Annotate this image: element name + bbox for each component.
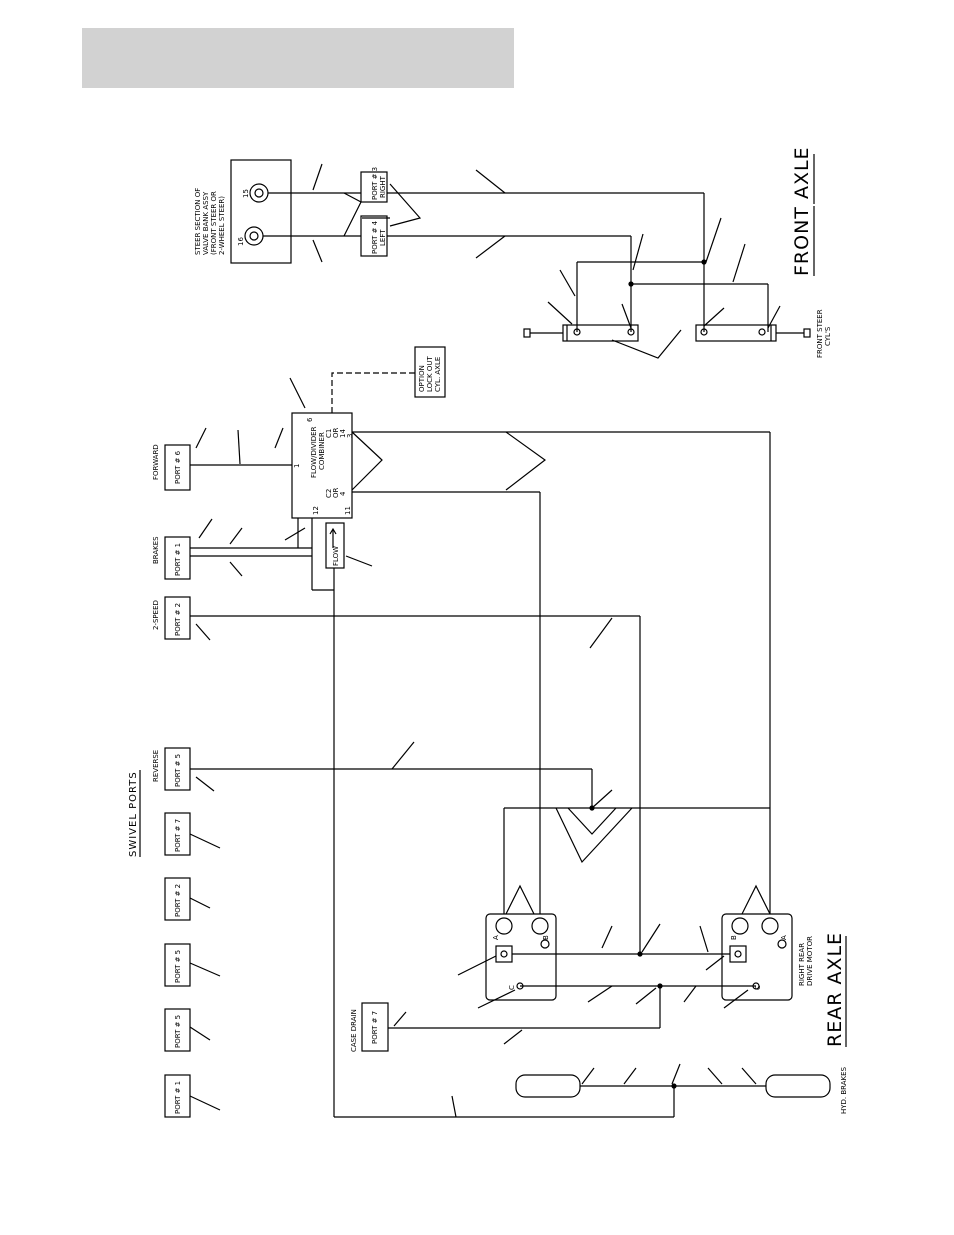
svg-text:VALVE BANK ASSY: VALVE BANK ASSY [202,191,210,255]
flow-divider-combiner: FLOW/DIVIDER COMBINER 1 6 12 11 C1 OR 14… [291,412,354,519]
swivel-port-7-box: PORT # 7 [164,812,191,856]
swivel-port-2-box: PORT # 2 [164,877,191,921]
hyd-brakes-label: HYD. BRAKES [840,1066,848,1114]
svg-text:16: 16 [237,237,245,246]
front-axle-title: FRONT AXLE [791,146,815,276]
svg-text:CYL'S: CYL'S [824,326,832,346]
svg-text:FORWARD: FORWARD [152,444,160,480]
svg-text:PORT # 7: PORT # 7 [371,1011,379,1044]
svg-text:REAR AXLE: REAR AXLE [824,932,846,1047]
svg-text:B: B [730,935,738,940]
svg-text:FRONT STEER: FRONT STEER [816,309,824,358]
svg-text:12: 12 [312,506,320,515]
svg-text:2-SPEED: 2-SPEED [152,600,160,630]
svg-text:PORT # 4: PORT # 4 [371,220,379,254]
svg-text:PORT # 2: PORT # 2 [174,884,182,917]
port-4-left-box: PORT # 4 LEFT [360,215,388,257]
svg-text:FRONT AXLE: FRONT AXLE [791,146,813,276]
swivel-port-5a-box: PORT # 5 [164,943,191,987]
svg-text:COMBINER: COMBINER [318,432,326,470]
svg-text:LEFT: LEFT [379,229,387,246]
svg-text:CASE DRAIN: CASE DRAIN [350,1009,358,1052]
svg-text:PORT # 3: PORT # 3 [371,167,379,200]
port-reverse-box: PORT # 5 REVERSE [152,747,191,791]
brake-cylinder-right [765,1074,831,1098]
right-motor-label: RIGHT REAR DRIVE MOTOR [798,936,814,986]
svg-text:6: 6 [306,417,314,422]
svg-text:C1: C1 [325,429,333,438]
swivel-ports-title: SWIVEL PORTS [128,770,141,857]
svg-text:C: C [508,985,516,990]
svg-text:15: 15 [242,189,250,198]
left-rear-drive-motor: A B C [485,913,557,1001]
svg-text:RIGHT: RIGHT [379,175,387,198]
svg-text:OR: OR [332,487,340,498]
svg-text:B: B [542,935,550,940]
svg-text:OPTION: OPTION [418,365,426,392]
svg-text:2-WHEEL STEER): 2-WHEEL STEER) [218,196,226,255]
svg-text:PORT # 5: PORT # 5 [174,754,182,787]
svg-text:PORT # 2: PORT # 2 [174,603,182,636]
rear-axle-title: REAR AXLE [824,932,847,1047]
svg-text:11: 11 [344,506,352,515]
svg-text:PORT # 6: PORT # 6 [174,450,182,484]
svg-text:REVERSE: REVERSE [152,750,160,782]
svg-text:CYL. AXLE: CYL. AXLE [434,357,442,392]
svg-text:C2: C2 [325,489,333,498]
svg-text:BRAKES: BRAKES [152,536,160,564]
svg-text:C: C [754,985,762,990]
port-3-right-box: PORT # 3 RIGHT [360,167,388,203]
svg-text:FLOW: FLOW [332,546,340,566]
swivel-port-5b-box: PORT # 5 [164,1008,191,1052]
svg-text:4: 4 [339,491,347,496]
svg-text:PORT # 5: PORT # 5 [174,950,182,983]
svg-text:LOCK OUT: LOCK OUT [426,356,434,392]
port-2speed-box: PORT # 2 2-SPEED [152,596,191,640]
svg-text:RIGHT REAR: RIGHT REAR [798,943,806,986]
front-steer-cylinder-right [695,324,811,342]
front-steer-label: FRONT STEER CYL'S [816,309,832,358]
header-gray-bar [82,28,514,88]
svg-text:SWIVEL PORTS: SWIVEL PORTS [128,771,139,857]
svg-text:PORT # 1: PORT # 1 [174,1081,182,1114]
svg-text:14: 14 [339,429,347,438]
svg-text:(FRONT STEER OR: (FRONT STEER OR [210,191,218,255]
svg-text:A: A [780,935,788,940]
port-forward-box: PORT # 6 FORWARD [152,444,191,491]
port-brakes-box: PORT # 1 BRAKES [152,536,191,580]
svg-text:PORT # 5: PORT # 5 [174,1015,182,1048]
front-steer-cylinder-left [523,324,639,342]
svg-text:OR: OR [332,427,340,438]
swivel-port-1-box: PORT # 1 [164,1074,191,1118]
svg-text:FLOW/DIVIDER: FLOW/DIVIDER [310,426,318,478]
right-rear-drive-motor: B A C [721,913,793,1001]
steer-valve-section: 15 16 STEER SECTION OF VALVE BANK ASSY (… [194,159,292,264]
svg-text:PORT # 7: PORT # 7 [174,819,182,852]
svg-text:A: A [492,935,500,940]
flow-indicator: FLOW [325,522,345,569]
port-case-drain-box: PORT # 7 CASE DRAIN [350,1002,389,1052]
svg-text:1: 1 [293,464,301,468]
option-lockout-box: OPTION LOCK OUT CYL. AXLE [414,346,446,398]
svg-text:3: 3 [346,434,354,438]
svg-text:PORT # 1: PORT # 1 [174,543,182,576]
svg-text:STEER SECTION OF: STEER SECTION OF [194,188,202,255]
brake-cylinder-left [515,1074,581,1098]
svg-text:DRIVE MOTOR: DRIVE MOTOR [806,936,814,986]
